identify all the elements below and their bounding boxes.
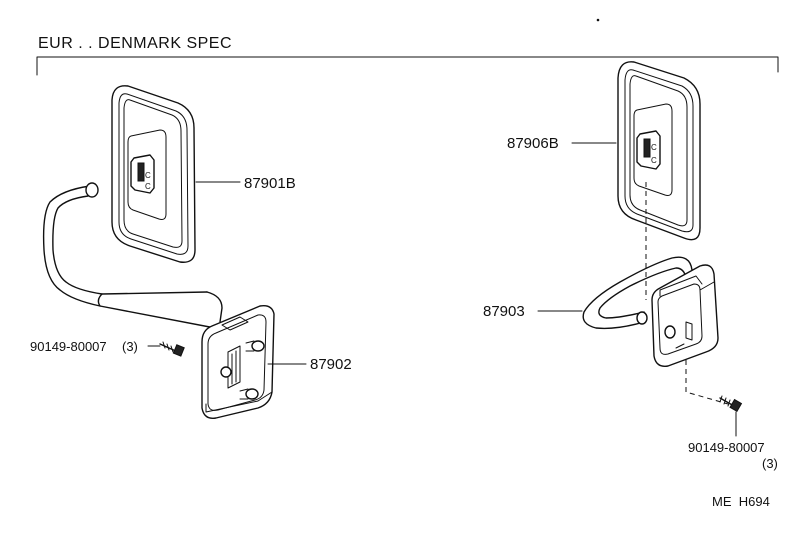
left-mirror-bracket xyxy=(201,304,275,419)
right-mirror-base xyxy=(651,264,719,367)
part-label-87902: 87902 xyxy=(310,356,352,373)
part-label-87901b: 87901B xyxy=(244,175,296,192)
left-bolt-icon xyxy=(159,341,185,357)
figure-code: ME H694 xyxy=(712,494,770,509)
right-bolt-icon xyxy=(719,395,743,413)
left-arm-end-cap xyxy=(85,182,99,198)
part-label-right-bolt: 90149-80007 xyxy=(688,440,765,455)
svg-text:C: C xyxy=(651,156,657,165)
left-bracket-stud-upper xyxy=(251,340,265,352)
right-base-stud xyxy=(664,325,676,339)
right-bolt-qty: (3) xyxy=(762,456,778,471)
svg-text:C: C xyxy=(145,171,151,180)
left-mirror-assembly: C C xyxy=(42,85,307,419)
left-bolt-qty: (3) xyxy=(122,339,138,354)
left-mirror-arm xyxy=(42,185,216,329)
svg-text:C: C xyxy=(145,182,151,191)
speck-mark xyxy=(596,18,600,22)
spec-header: EUR . . DENMARK SPEC xyxy=(38,35,232,52)
right-mirror-assembly: C C xyxy=(537,61,743,437)
part-label-87903: 87903 xyxy=(483,303,525,320)
right-stay-end-cap xyxy=(636,311,648,325)
left-bracket-stud-middle xyxy=(220,366,232,378)
svg-text:C: C xyxy=(651,143,657,152)
right-assembly-dashline-lower xyxy=(685,360,729,405)
spec-frame-line xyxy=(36,56,779,76)
part-label-87906b: 87906B xyxy=(507,135,559,152)
part-label-left-bolt: 90149-80007 xyxy=(30,339,107,354)
right-mirror-stay xyxy=(582,256,693,330)
left-bracket-stud-lower xyxy=(245,388,259,400)
